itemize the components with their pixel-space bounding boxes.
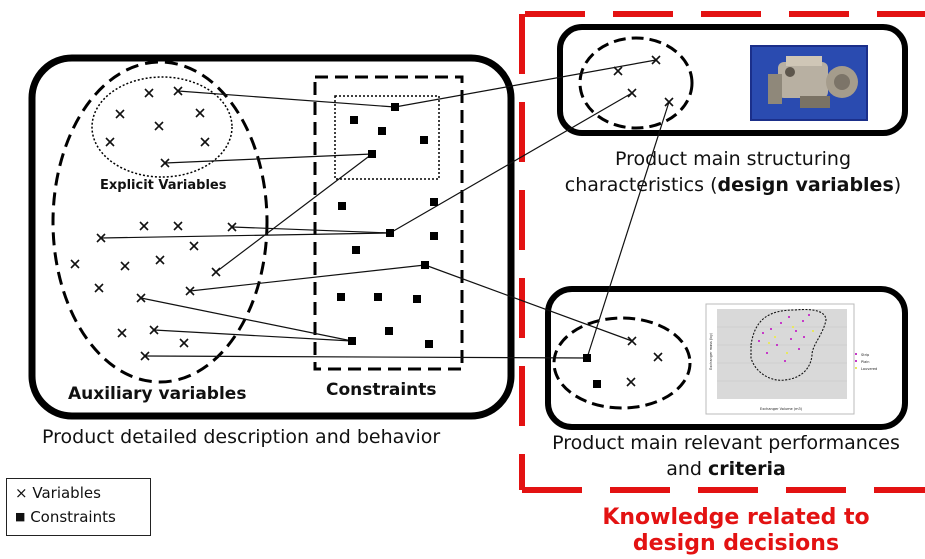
legend-constraints-label: Constraints — [30, 508, 116, 526]
criteria-ellipse — [552, 316, 692, 410]
explicit-variables-label: Explicit Variables — [100, 178, 227, 193]
criteria-term: criteria — [707, 458, 786, 480]
caption-prefix: and — [666, 458, 708, 480]
caption-prefix: characteristics ( — [564, 174, 718, 196]
knowledge-frame — [519, 11, 925, 493]
legend-constraints-row: ■ Constraints — [15, 508, 116, 526]
performances-caption-line2: and criteria — [530, 456, 922, 482]
constraint-marker — [391, 103, 399, 111]
design-variables-term: design variables — [717, 174, 894, 196]
explicit-variables-ellipse — [91, 76, 233, 178]
variable-marker — [179, 338, 189, 348]
constraint-marker — [337, 293, 345, 301]
constraint-marker — [338, 202, 346, 210]
chart-legend-louvered: Louvered — [861, 367, 877, 371]
constraint-marker — [421, 261, 429, 269]
performances-caption: Product main relevant performances and c… — [530, 430, 922, 482]
variable-markers — [70, 55, 674, 387]
legend-box: × Variables ■ Constraints — [6, 478, 151, 536]
variable-marker — [185, 286, 195, 296]
variable-marker — [155, 255, 165, 265]
constraint-marker — [430, 232, 438, 240]
variable-marker — [117, 328, 127, 338]
performance-chart-image: Strip Plain Louvered Exchanger Volume (m… — [705, 303, 877, 415]
variable-marker — [173, 86, 183, 96]
design-variables-ellipse — [578, 36, 694, 130]
constraint-marker — [378, 127, 386, 135]
constraint-marker — [352, 246, 360, 254]
variable-marker — [115, 109, 125, 119]
constraint-marker — [420, 136, 428, 144]
variable-marker — [144, 88, 154, 98]
constraint-marker — [348, 337, 356, 345]
variable-marker — [664, 97, 674, 107]
chart-y-label: Exchanger mass (kg) — [709, 332, 713, 370]
variable-marker — [70, 259, 80, 269]
detailed-description-caption: Product detailed description and behavio… — [42, 426, 441, 448]
constraint-marker — [430, 198, 438, 206]
legend-variables-label: Variables — [32, 484, 101, 502]
variable-marker — [140, 351, 150, 361]
chart-legend-strip: Strip — [861, 353, 870, 357]
variable-marker — [653, 352, 663, 362]
variable-marker — [139, 221, 149, 231]
square-icon: ■ — [15, 510, 26, 523]
constraint-marker — [350, 116, 358, 124]
constraint-marker — [583, 354, 591, 362]
variable-marker — [195, 108, 205, 118]
connection-lines — [100, 59, 670, 359]
performances-caption-line1: Product main relevant performances — [552, 432, 900, 454]
variable-marker — [627, 88, 637, 98]
variable-marker — [173, 221, 183, 231]
knowledge-title: Knowledge related to design decisions — [560, 505, 912, 557]
legend-variables-row: × Variables — [15, 484, 101, 502]
constraint-marker — [386, 229, 394, 237]
design-variables-caption-line2: characteristics (design variables) — [556, 172, 910, 198]
constraints-label: Constraints — [326, 380, 437, 400]
variable-marker — [627, 336, 637, 346]
auxiliary-variables-label: Auxiliary variables — [68, 384, 247, 404]
caption-suffix: ) — [893, 174, 902, 196]
variable-marker — [613, 66, 623, 76]
variable-marker — [94, 283, 104, 293]
constraints-rect — [313, 75, 464, 371]
auxiliary-variables-ellipse — [51, 60, 269, 384]
variable-marker — [160, 158, 170, 168]
design-variables-caption-line1: Product main structuring — [614, 148, 852, 170]
variable-marker — [227, 222, 237, 232]
constraints-inner-rect — [334, 95, 440, 180]
constraint-marker — [385, 327, 393, 335]
constraint-marker — [593, 380, 601, 388]
cross-icon: × — [15, 484, 28, 502]
chart-x-label: Exchanger Volume (m3) — [760, 407, 803, 411]
variable-marker — [96, 233, 106, 243]
variable-marker — [189, 241, 199, 251]
design-variables-caption: Product main structuring characteristics… — [556, 146, 910, 198]
variable-marker — [136, 293, 146, 303]
knowledge-title-line1: Knowledge related to — [602, 505, 870, 530]
knowledge-title-line2: design decisions — [632, 531, 840, 556]
variable-marker — [154, 121, 164, 131]
constraint-marker — [425, 340, 433, 348]
variable-marker — [651, 55, 661, 65]
constraint-marker — [413, 295, 421, 303]
constraint-marker — [374, 293, 382, 301]
variable-marker — [626, 377, 636, 387]
variable-marker — [200, 137, 210, 147]
variable-marker — [120, 261, 130, 271]
constraint-marker — [368, 150, 376, 158]
variable-marker — [105, 137, 115, 147]
detailed-description-box — [28, 54, 515, 420]
variable-marker — [149, 325, 159, 335]
engine-photo — [750, 45, 868, 121]
constraint-markers — [337, 103, 601, 388]
variable-marker — [211, 267, 221, 277]
design-variables-box — [557, 24, 908, 136]
chart-legend-plain: Plain — [861, 360, 869, 364]
